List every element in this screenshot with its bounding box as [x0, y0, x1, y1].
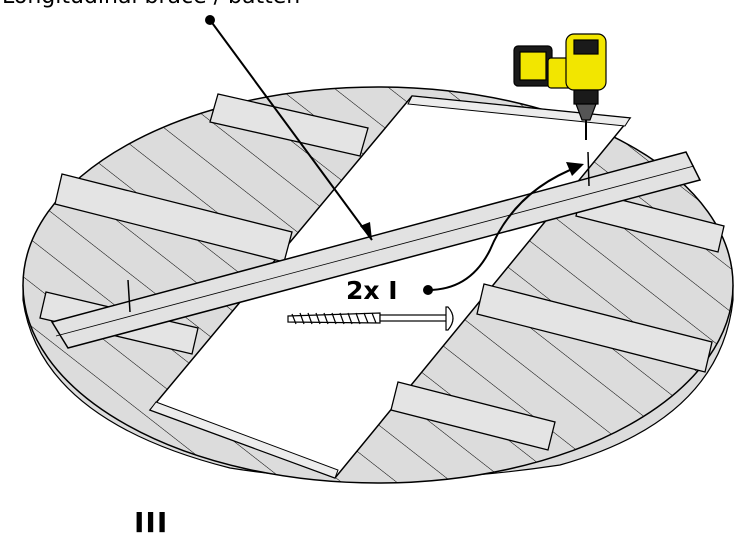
- battens: [39, 93, 725, 451]
- batten: [390, 381, 556, 451]
- batten: [476, 283, 713, 373]
- step-label: III: [134, 506, 169, 539]
- quantity-label: 2x I: [346, 276, 398, 305]
- diagonal-brace: [50, 151, 702, 349]
- drill-icon: [513, 33, 607, 140]
- caption-text: Longitudinal brace / batten: [2, 0, 300, 9]
- screw-icon: [287, 306, 454, 331]
- diagonal-brace-edge: [55, 165, 695, 337]
- frame-rail-top: [407, 95, 631, 127]
- tabletop-disc: [22, 86, 734, 484]
- callout-leader: [205, 15, 373, 241]
- batten: [209, 93, 369, 157]
- callout-arrow: [423, 162, 584, 295]
- frame-rail-bottom: [149, 401, 339, 479]
- screw-marks: [127, 151, 590, 313]
